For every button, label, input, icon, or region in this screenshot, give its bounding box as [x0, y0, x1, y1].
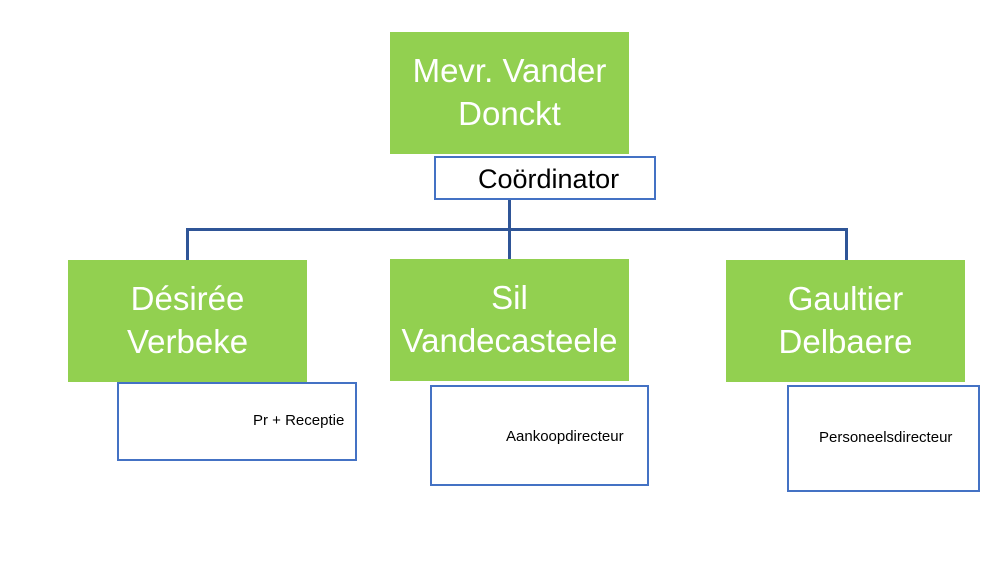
root-name-line1: Mevr. Vander — [412, 52, 607, 90]
root-node: Mevr. Vander Donckt — [390, 32, 629, 154]
root-name-line2: Donckt — [458, 95, 561, 132]
child-node-1: Désirée Verbeke — [68, 260, 307, 382]
root-role-label: Coördinator — [478, 164, 620, 194]
child-node-3: Gaultier Delbaere — [726, 260, 965, 382]
child-3-name-line2: Delbaere — [778, 323, 913, 360]
child-2-name-line2: Vandecasteele — [401, 322, 618, 359]
child-node-2: Sil Vandecasteele — [390, 259, 629, 381]
child-2-role-label: Aankoopdirecteur — [506, 428, 624, 445]
connector-child-2 — [508, 228, 511, 261]
child-1-role-box: Pr + Receptie — [117, 382, 357, 461]
connector-horizontal — [186, 228, 848, 231]
child-2-name-line1: Sil — [491, 279, 528, 317]
child-3-name-line1: Gaultier — [787, 280, 904, 318]
root-role-box: Coördinator — [434, 156, 656, 200]
connector-root-down — [508, 199, 511, 231]
child-3-role-box: Personeelsdirecteur — [787, 385, 980, 492]
connector-child-3 — [845, 228, 848, 261]
child-1-name-line1: Désirée — [130, 280, 245, 318]
connector-child-1 — [186, 228, 189, 261]
child-3-role-label: Personeelsdirecteur — [819, 429, 953, 446]
child-1-name-line2: Verbeke — [126, 323, 249, 360]
child-2-role-box: Aankoopdirecteur — [430, 385, 649, 486]
child-1-role-label: Pr + Receptie — [253, 412, 345, 429]
